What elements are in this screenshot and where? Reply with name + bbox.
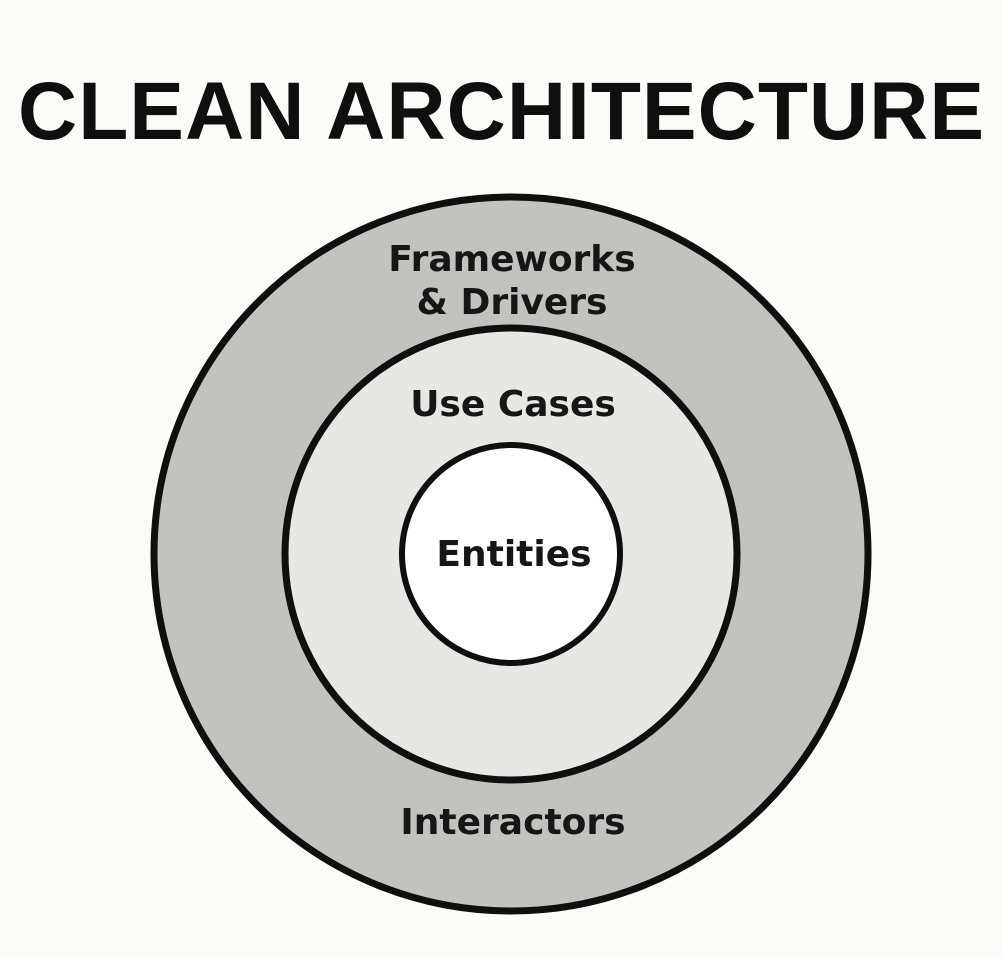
inner-circle-label: Entities xyxy=(436,534,591,575)
middle-ring-label: Use Cases xyxy=(410,384,616,425)
outer-ring-bottom-label: Interactors xyxy=(400,802,625,843)
inner-circle-entities xyxy=(399,442,623,666)
page-title: CLEAN ARCHITECTURE xyxy=(18,66,986,157)
outer-ring-label-line1: Frameworks xyxy=(388,239,635,280)
outer-ring-label-line2: & Drivers xyxy=(417,282,608,323)
